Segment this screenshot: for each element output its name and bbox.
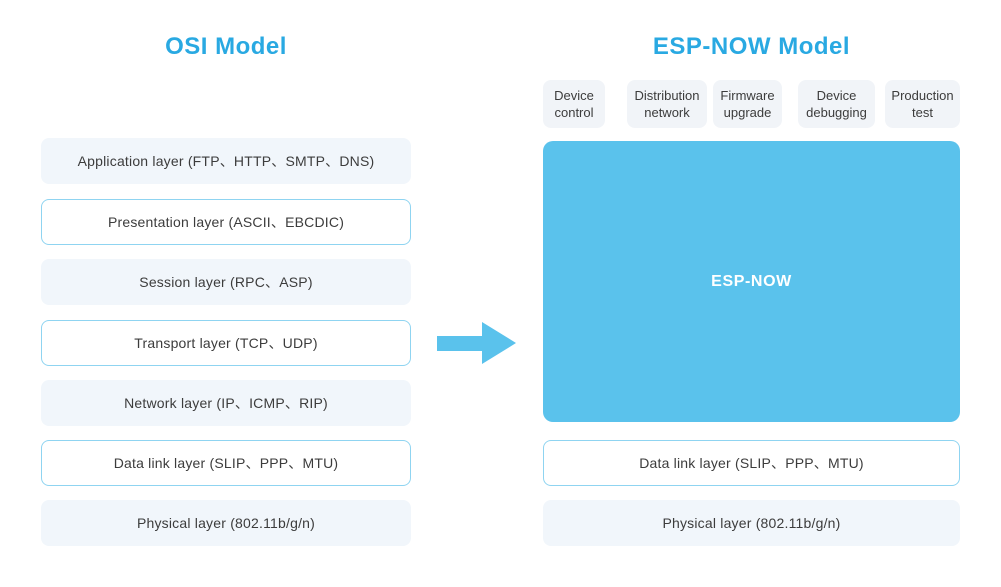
espnow-main-block: ESP-NOW bbox=[543, 141, 960, 422]
use-case-distribution-network: Distribution network bbox=[627, 80, 707, 128]
arrow-shaft bbox=[437, 336, 484, 351]
espnow-main-block-label: ESP-NOW bbox=[711, 272, 792, 290]
use-case-device-debugging: Device debugging bbox=[798, 80, 875, 128]
use-case-firmware-upgrade: Firmware upgrade bbox=[713, 80, 782, 128]
osi-model-title: OSI Model bbox=[165, 33, 287, 60]
arrow-head bbox=[482, 322, 516, 364]
osi-layer-datalink: Data link layer (SLIP、PPP、MTU) bbox=[41, 440, 411, 486]
espnow-model-title: ESP-NOW Model bbox=[652, 33, 851, 60]
use-case-device-control: Device control bbox=[543, 80, 605, 128]
osi-layer-physical: Physical layer (802.11b/g/n) bbox=[41, 500, 411, 546]
espnow-layer-datalink: Data link layer (SLIP、PPP、MTU) bbox=[543, 440, 960, 486]
osi-layer-transport: Transport layer (TCP、UDP) bbox=[41, 320, 411, 366]
osi-layer-presentation: Presentation layer (ASCII、EBCDIC) bbox=[41, 199, 411, 245]
osi-layer-application: Application layer (FTP、HTTP、SMTP、DNS) bbox=[41, 138, 411, 184]
right-arrow-icon bbox=[437, 322, 517, 364]
osi-layer-network: Network layer (IP、ICMP、RIP) bbox=[41, 380, 411, 426]
espnow-layer-physical: Physical layer (802.11b/g/n) bbox=[543, 500, 960, 546]
use-case-production-test: Production test bbox=[885, 80, 960, 128]
osi-layer-session: Session layer (RPC、ASP) bbox=[41, 259, 411, 305]
